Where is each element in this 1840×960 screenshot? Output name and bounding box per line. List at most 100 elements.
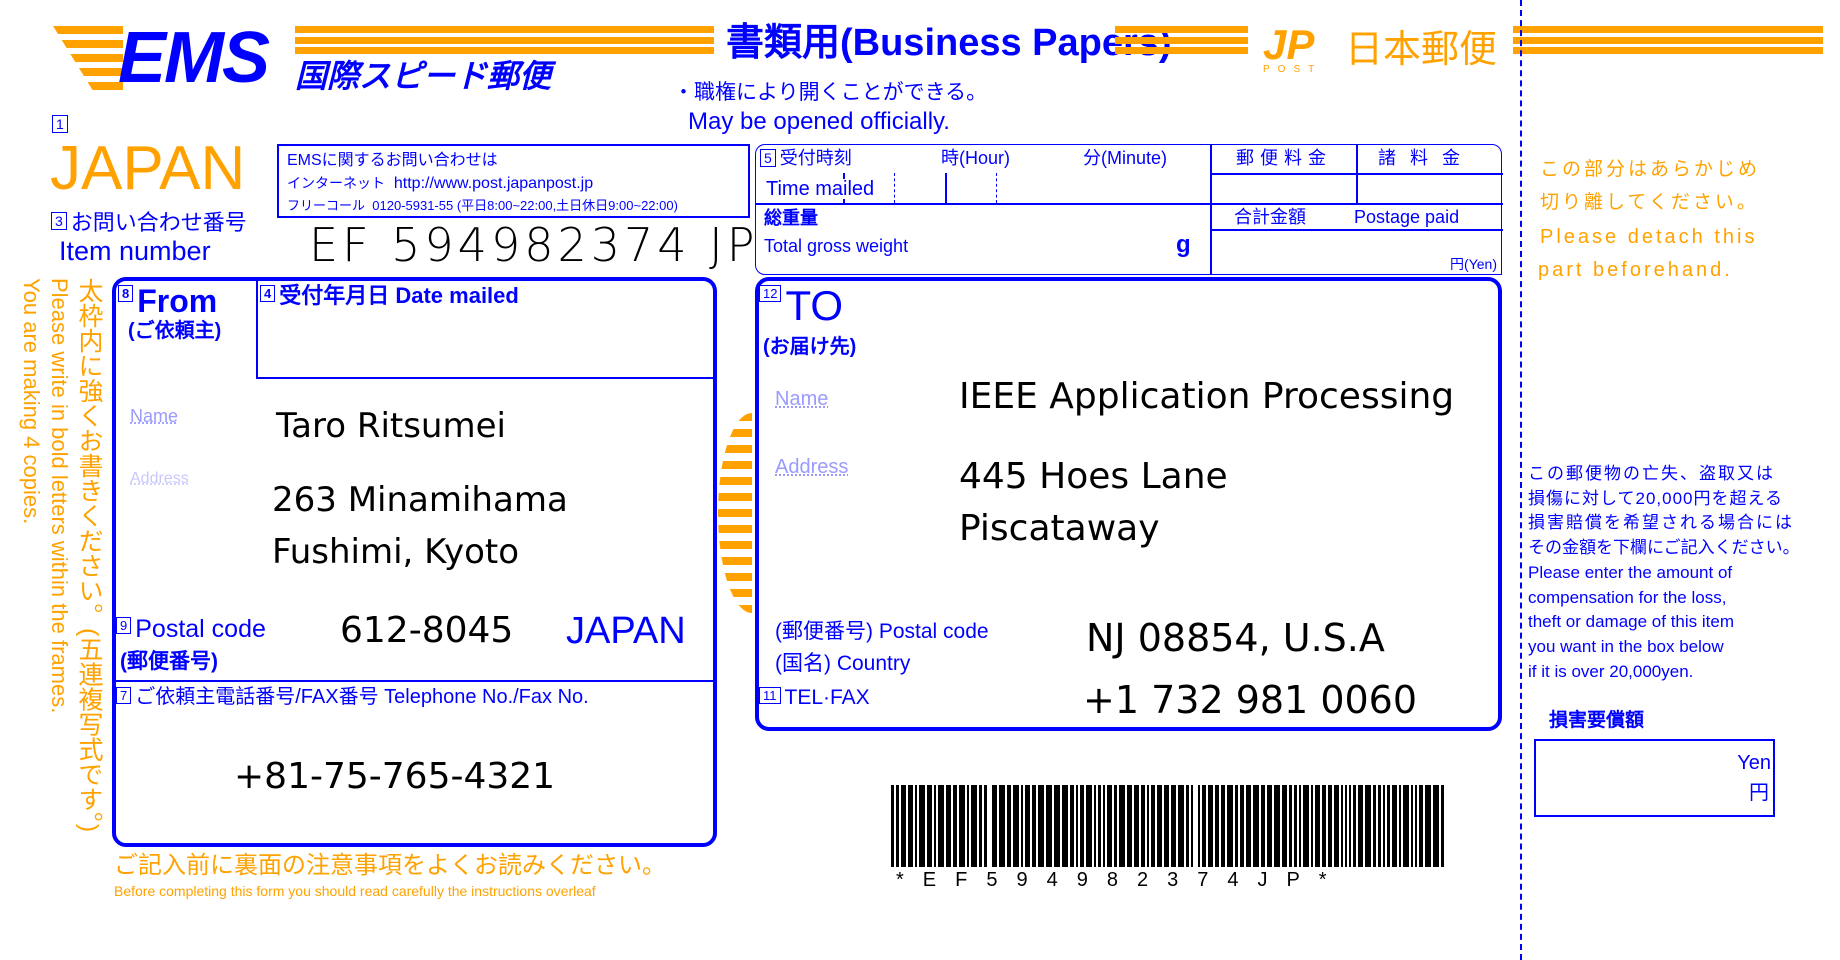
barcode-bar: [1240, 785, 1244, 867]
jp-post-logo-sub: POST: [1263, 64, 1323, 75]
origin-box-number: 1: [52, 115, 68, 133]
barcode: [891, 785, 1444, 867]
barcode-bar: [1253, 785, 1259, 867]
barcode-bar: [946, 785, 951, 867]
postage-fee-label: 郵便料金: [1236, 148, 1332, 168]
barcode-bar: [1294, 785, 1297, 867]
barcode-bar: [1103, 785, 1105, 867]
hour-label: 時(Hour): [941, 148, 1011, 168]
footer-note-jp: ご記入前に裏面の注意事項をよくお読みください。: [114, 852, 666, 879]
barcode-bar: [1425, 785, 1431, 867]
weight-unit: g: [1176, 231, 1191, 258]
barcode-bar: [1341, 785, 1343, 867]
barcode-bar: [1107, 785, 1112, 867]
internet-url[interactable]: http://www.post.japanpost.jp: [393, 175, 594, 192]
barcode-bar: [1098, 785, 1101, 867]
barcode-bar: [1215, 785, 1219, 867]
barcode-bar: [953, 785, 957, 867]
postal-code-label: Postal code: [135, 615, 266, 643]
item-number-label-en: Item number: [59, 236, 211, 266]
barcode-bar: [1303, 785, 1309, 867]
date-box-number: 4: [260, 285, 276, 302]
barcode-bar: [1025, 785, 1030, 867]
barcode-bar: [1054, 785, 1060, 867]
freecall-label: フリーコール: [287, 198, 366, 213]
barcode-bar: [1411, 785, 1413, 867]
barcode-bar: [1365, 785, 1371, 867]
barcode-bar: [1373, 785, 1376, 867]
compensation-note: この郵便物の亡失、盗取又は 損傷に対して20,000円を超える 損害賠償を希望さ…: [1528, 462, 1800, 684]
barcode-bar: [1345, 785, 1347, 867]
header-stripes: [295, 26, 714, 54]
barcode-bar: [919, 785, 925, 867]
recipient-name: IEEE Application Processing: [959, 376, 1455, 417]
compensation-jp1: この郵便物の亡失、盗取又は: [1528, 464, 1775, 483]
postal-code-label-jp: (郵便番号): [120, 650, 218, 673]
barcode-bar: [1311, 785, 1313, 867]
barcode-bar: [1403, 785, 1409, 867]
barcode-bar: [901, 785, 906, 867]
header-stripes: [1115, 26, 1248, 54]
barcode-bar: [1151, 785, 1155, 867]
detach-note-en1: Please detach this: [1540, 226, 1758, 248]
minute-label: 分(Minute): [1083, 148, 1168, 168]
barcode-bar: [1119, 785, 1125, 867]
barcode-bar: [1235, 785, 1238, 867]
barcode-bar: [1221, 785, 1225, 867]
barcode-bar: [992, 785, 997, 867]
barcode-bar: [915, 785, 917, 867]
barcode-bar: [1198, 785, 1200, 867]
barcode-bar: [1021, 785, 1023, 867]
recipient-postal-label: (郵便番号) Postal code: [775, 620, 989, 643]
recipient-address-line1: 445 Hoes Lane: [959, 456, 1228, 497]
postal-box-number: 9: [116, 617, 132, 634]
header-stripes: [1513, 26, 1823, 54]
barcode-bar: [1334, 785, 1339, 867]
barcode-bar: [1046, 785, 1052, 867]
barcode-bar: [934, 785, 936, 867]
barcode-bar: [1433, 785, 1439, 867]
recipient-telephone: +1 732 981 0060: [1083, 678, 1418, 722]
from-label: From: [137, 283, 218, 319]
weight-label-jp: 総重量: [764, 208, 818, 228]
barcode-bar: [1419, 785, 1423, 867]
recipient-tel-label: TEL·FAX: [784, 686, 870, 709]
item-box-number: 3: [51, 212, 67, 230]
barcode-bar: [1134, 785, 1139, 867]
barcode-bar: [1070, 785, 1074, 867]
sender-address-line1: 263 Minamihama: [272, 480, 568, 520]
barcode-bar: [1186, 785, 1189, 867]
barcode-bar: [1032, 785, 1036, 867]
date-mailed-label: 受付年月日 Date mailed: [279, 283, 519, 308]
other-fees-label: 諸料金: [1378, 148, 1474, 168]
barcode-bar: [1415, 785, 1417, 867]
time-box-number: 5: [760, 149, 776, 167]
sender-telephone: +81-75-765-4321: [234, 756, 556, 797]
recipient-country-label: (国名) Country: [775, 652, 911, 675]
detach-note-jp1: この部分はあらかじめ: [1540, 159, 1761, 180]
barcode-bar: [1315, 785, 1320, 867]
compensation-amount-field[interactable]: Yen 円: [1534, 739, 1775, 817]
to-box-number: 12: [759, 285, 782, 302]
sender-country: JAPAN: [566, 610, 686, 652]
barcode-bar: [1353, 785, 1356, 867]
barcode-bar: [967, 785, 969, 867]
freecall-number: 0120-5931-55 (平日8:00~22:00,土日休日9:00~22:0…: [372, 198, 678, 213]
barcode-bar: [1141, 785, 1145, 867]
detach-note-jp2: 切り離してください。: [1540, 192, 1759, 213]
barcode-bar: [1378, 785, 1381, 867]
compensation-en3: theft or damage of this item: [1528, 612, 1734, 632]
barcode-bar: [927, 785, 932, 867]
barcode-bar: [999, 785, 1005, 867]
barcode-bar: [1007, 785, 1011, 867]
center-stripe-arc: [718, 413, 752, 613]
time-label-en: Time mailed: [766, 179, 881, 199]
barcode-bar: [1289, 785, 1292, 867]
barcode-bar: [1274, 785, 1280, 867]
barcode-bar: [984, 785, 987, 867]
detach-line: [1520, 0, 1522, 960]
barcode-bar: [1267, 785, 1272, 867]
barcode-bar: [1349, 785, 1351, 867]
compensation-yen-en: Yen: [1737, 752, 1771, 774]
